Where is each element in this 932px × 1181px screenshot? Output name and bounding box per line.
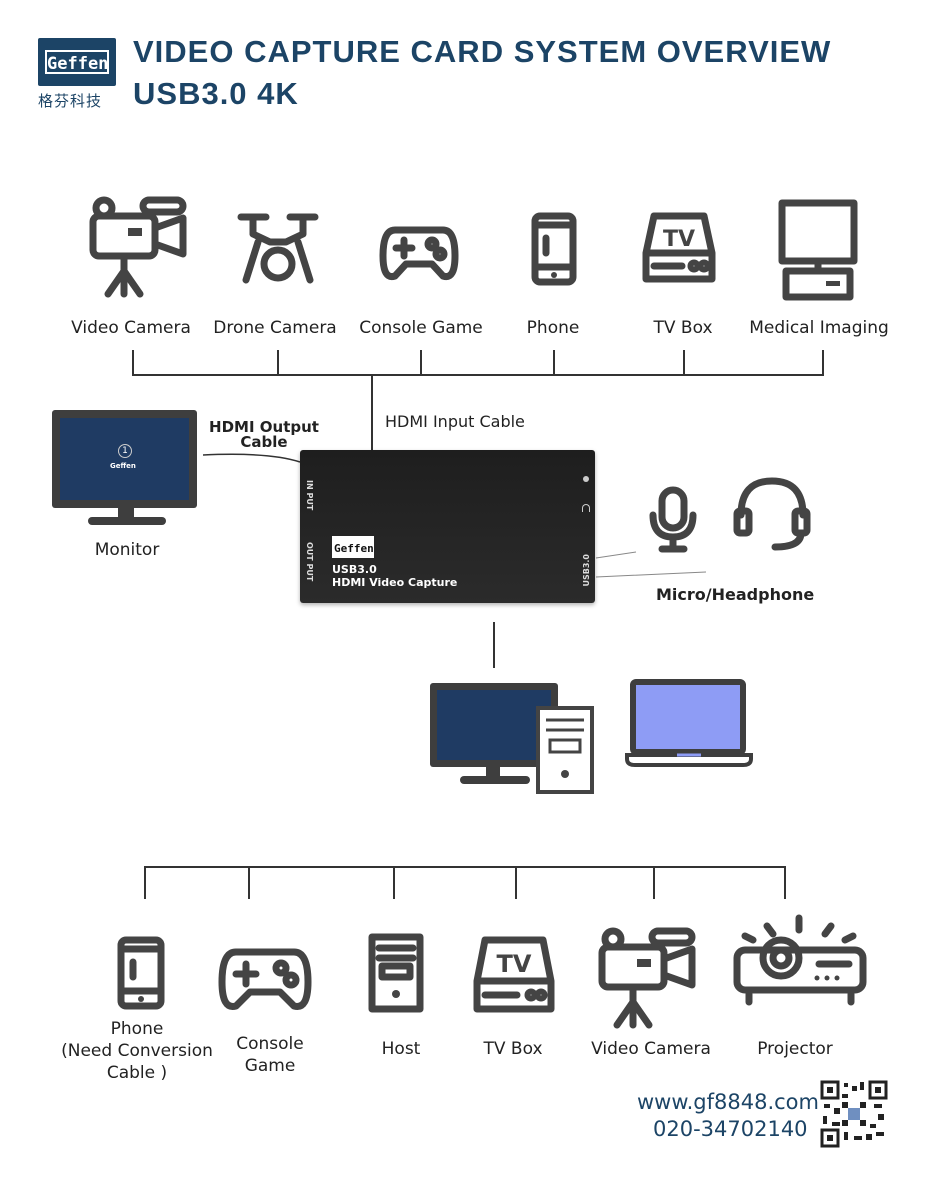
port-usb-label: USB3.0 (582, 554, 591, 587)
headphone-icon (733, 477, 811, 551)
output-label-tv-box: TV Box (483, 1039, 543, 1059)
input-label-tv-box: TV Box (653, 318, 713, 338)
headphone-port-icon (582, 504, 590, 512)
screen-badge: 1 (118, 444, 132, 458)
input-label-video-camera: Video Camera (71, 318, 191, 338)
device-line1: USB3.0 (332, 563, 377, 576)
port-in-label: IN PUT (305, 480, 314, 511)
projector-icon (733, 914, 867, 1006)
output-label-video-camera: Video Camera (591, 1039, 711, 1059)
input-label-console-game: Console Game (359, 318, 483, 338)
pc-tower-icon (368, 933, 424, 1013)
device-line2: HDMI Video Capture (332, 576, 458, 589)
monitor-label: Monitor (94, 540, 160, 560)
gamepad-icon (379, 226, 459, 281)
gamepad-icon (218, 948, 312, 1010)
page-subtitle: USB3.0 4K (133, 76, 299, 111)
video-camera-icon (598, 927, 696, 1029)
monitor: 1 Geffen (52, 410, 197, 508)
phone-icon (117, 936, 165, 1010)
geffen-logo: Geffen (38, 38, 116, 86)
svg-text:TV: TV (497, 950, 532, 978)
tv-box-icon: TV (473, 936, 555, 1013)
output-label-projector: Projector (757, 1039, 833, 1059)
logo-chinese: 格芬科技 (38, 92, 103, 110)
video-camera-icon (89, 196, 187, 298)
input-label-medical-imaging: Medical Imaging (749, 318, 889, 338)
phone-icon (531, 212, 577, 286)
logo-text: Geffen (45, 50, 109, 74)
phone-number: 020-34702140 (653, 1117, 808, 1141)
audio-label: Micro/Headphone (656, 585, 815, 604)
port-out-label: OUT PUT (305, 542, 314, 582)
medical-monitor-icon (778, 199, 858, 301)
output-label-host: Host (381, 1039, 421, 1059)
svg-text:TV: TV (663, 227, 695, 252)
microphone-icon (649, 486, 697, 553)
website-link[interactable]: www.gf8848.com (637, 1090, 819, 1114)
page-title: VIDEO CAPTURE CARD SYSTEM OVERVIEW (133, 34, 832, 69)
screen-brand: Geffen (110, 462, 136, 470)
input-label-phone: Phone (526, 318, 580, 338)
laptop-icon (625, 679, 753, 767)
drone-icon (237, 213, 319, 284)
tv-box-icon: TV (642, 212, 716, 283)
mic-port-icon (583, 476, 589, 482)
capture-card-device: IN PUT OUT PUT USB3.0 Geffen USB3.0 HDMI… (300, 450, 595, 603)
qr-code-icon (820, 1080, 888, 1148)
output-label-console-game: Console Game (236, 1034, 304, 1076)
pc-tower-icon (536, 706, 594, 794)
input-label-drone-camera: Drone Camera (213, 318, 337, 338)
output-label-phone: Phone (Need Conversion Cable ) (61, 1019, 213, 1083)
hdmi-output-cable-label: HDMI Output Cable (209, 418, 319, 451)
hdmi-input-cable-label: HDMI Input Cable (385, 412, 525, 431)
device-logo: Geffen (332, 536, 374, 558)
